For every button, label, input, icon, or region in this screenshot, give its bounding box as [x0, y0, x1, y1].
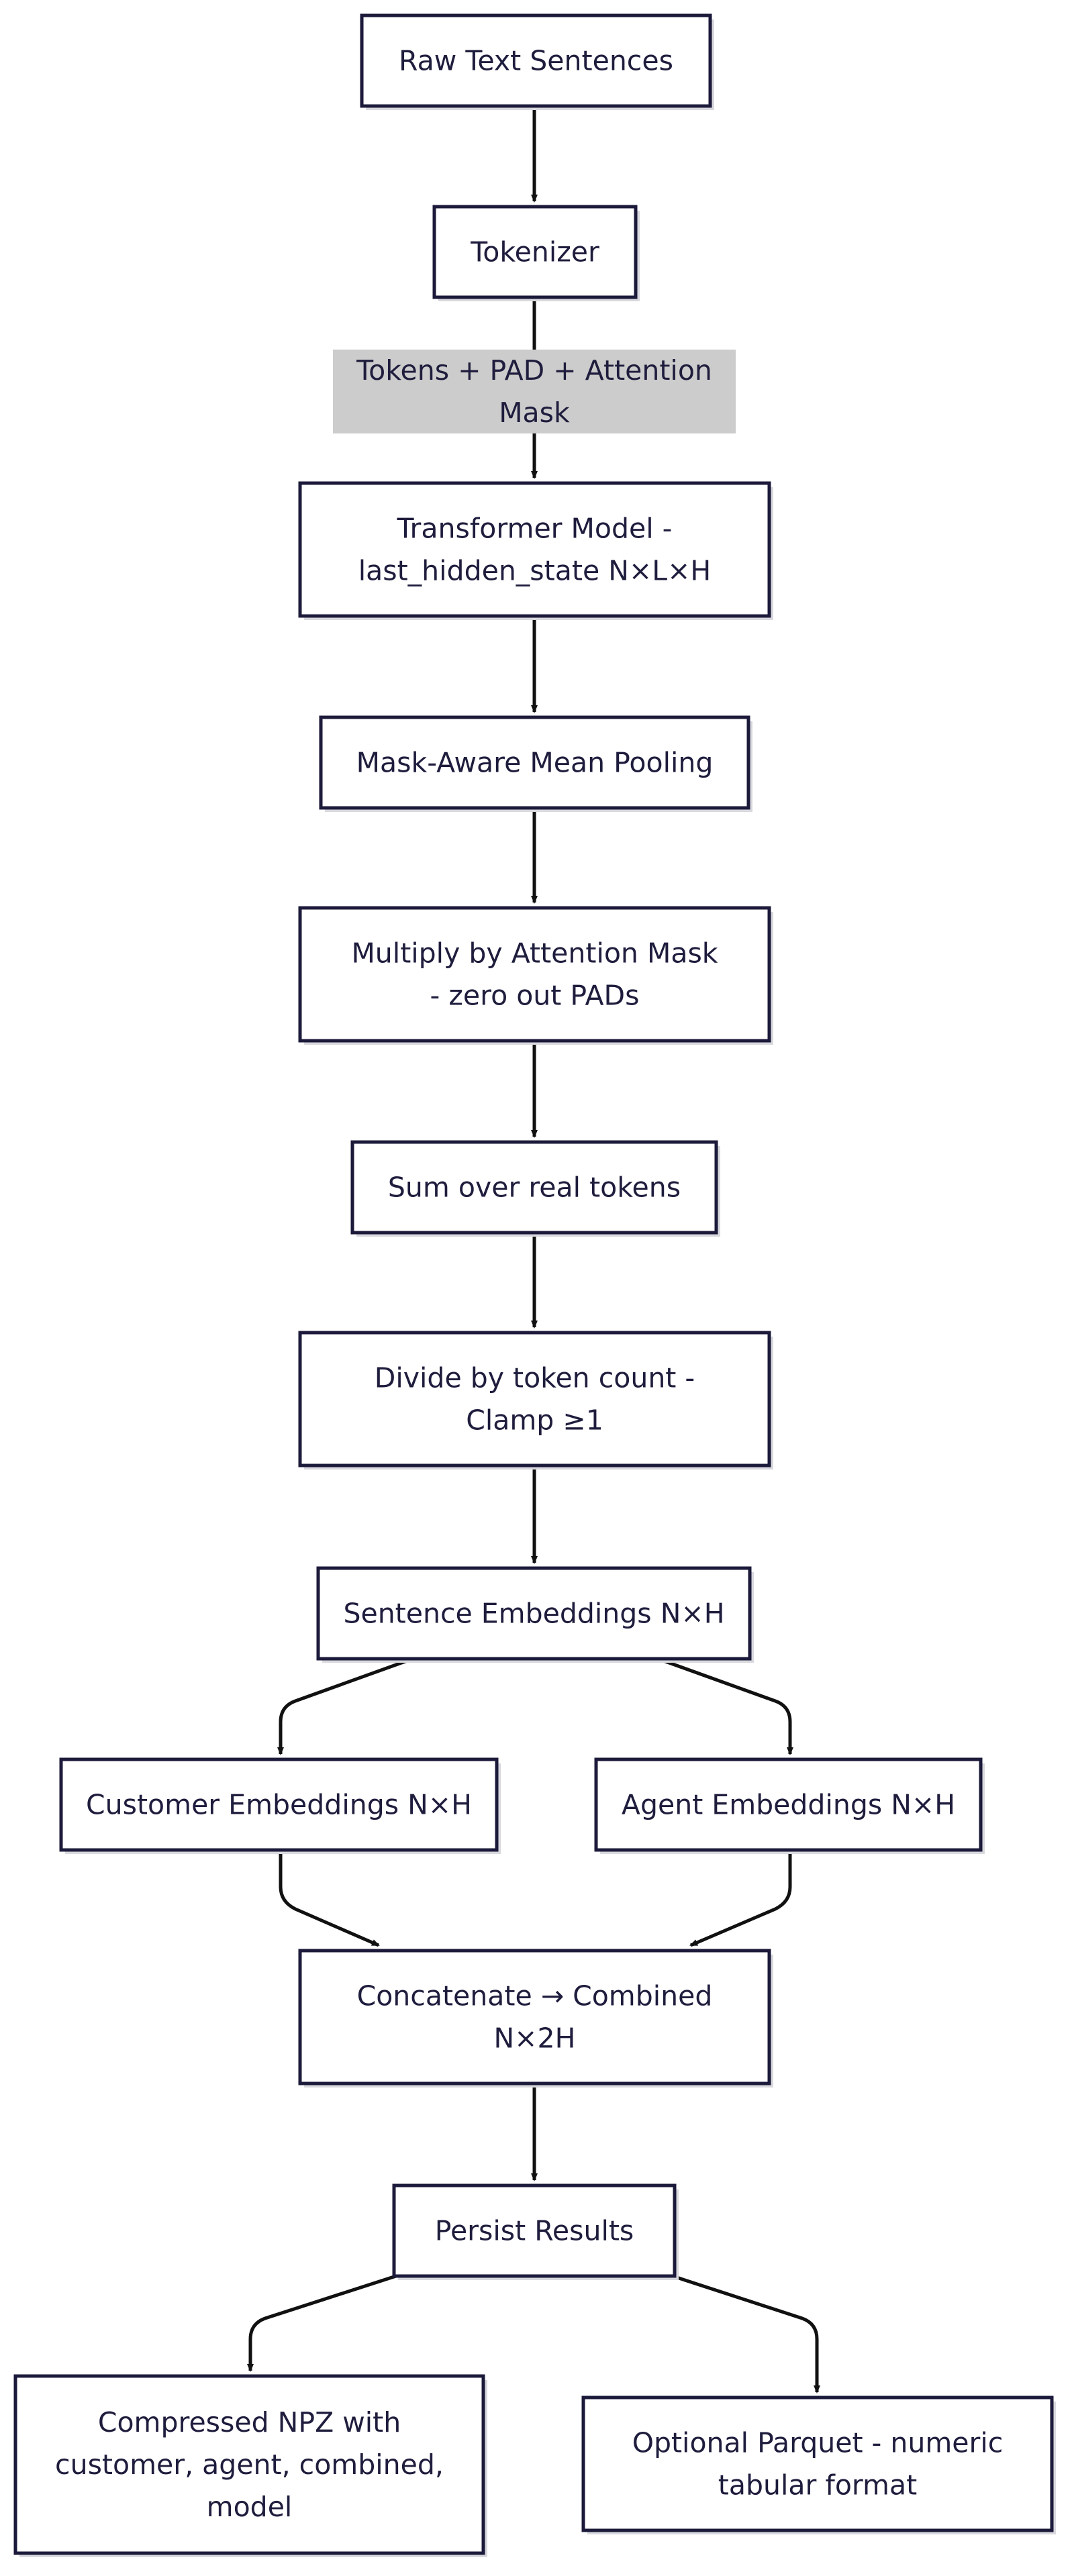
node-label: - zero out PADs [430, 980, 640, 1012]
node-multiply-mask: Multiply by Attention Mask - zero out PAD… [298, 906, 773, 1045]
edge-persist-results-to-compressed-npz [247, 2274, 397, 2372]
node-label: model [207, 2491, 293, 2523]
node-agent-embeddings: Agent Embeddings N×H [594, 1757, 985, 1854]
node-label: tabular format [718, 2469, 917, 2502]
node-label: customer, agent, combined, [55, 2449, 444, 2481]
edges-layer [247, 106, 820, 2393]
node-box [319, 715, 750, 810]
node-tokenizer: Tokenizer [432, 205, 640, 301]
node-label: Persist Results [435, 2215, 634, 2247]
node-box [594, 1757, 983, 1852]
node-mean-pooling: Mask-Aware Mean Pooling [319, 715, 752, 812]
node-label: Transformer Model - [397, 513, 673, 545]
node-label: Optional Parquet - numeric [632, 2427, 1004, 2459]
edge-agent-embeddings-to-concatenate [689, 1850, 792, 1947]
node-box [350, 1140, 718, 1235]
node-label: Raw Text Sentences [399, 45, 673, 77]
node-label: Concatenate → Combined [357, 1980, 713, 2012]
node-label: Clamp ≥1 [466, 1404, 603, 1437]
node-box [360, 13, 712, 108]
node-label: Compressed NPZ with [98, 2406, 401, 2438]
node-label: N×2H [494, 2022, 576, 2055]
node-label: Sum over real tokens [388, 1172, 681, 1204]
node-box [13, 2374, 485, 2555]
edge-sentence-embeddings-to-agent-embeddings [657, 1657, 793, 1755]
node-box [298, 1331, 771, 1467]
node-label: last_hidden_state N×L×H [358, 555, 712, 587]
node-box [581, 2395, 1054, 2532]
edge-label-text: Mask [499, 397, 570, 429]
node-box [298, 481, 771, 618]
edge-customer-embeddings-to-concatenate [279, 1850, 380, 1947]
node-persist-results: Persist Results [392, 2183, 679, 2280]
node-label: Sentence Embeddings N×H [343, 1598, 724, 1630]
node-box [59, 1757, 499, 1852]
node-transformer: Transformer Model - last_hidden_state N×L… [298, 481, 773, 620]
node-optional-parquet: Optional Parquet - numeric tabular format [581, 2395, 1056, 2534]
node-label: Mask-Aware Mean Pooling [356, 747, 714, 779]
node-box [298, 906, 771, 1043]
node-box [298, 1949, 771, 2085]
edge-persist-results-to-optional-parquet [672, 2274, 820, 2393]
node-label: Divide by token count - [375, 1362, 695, 1394]
edge-label-background [333, 350, 736, 433]
node-sentence-embeddings: Sentence Embeddings N×H [316, 1566, 754, 1663]
node-divide-count: Divide by token count - Clamp ≥1 [298, 1331, 773, 1470]
node-customer-embeddings: Customer Embeddings N×H [59, 1757, 501, 1854]
node-box [432, 205, 638, 299]
node-label: Agent Embeddings N×H [622, 1789, 955, 1821]
node-label: Multiply by Attention Mask [351, 937, 718, 970]
node-box [316, 1566, 752, 1661]
node-raw-text: Raw Text Sentences [360, 13, 714, 110]
edge-sentence-embeddings-to-customer-embeddings [277, 1657, 413, 1755]
edge-label-text: Tokens + PAD + Attention [356, 354, 712, 387]
node-box [392, 2183, 677, 2278]
node-compressed-npz: Compressed NPZ with customer, agent, comb… [13, 2374, 487, 2557]
node-label: Tokenizer [470, 236, 599, 268]
node-sum-tokens: Sum over real tokens [350, 1140, 720, 1237]
node-label: Customer Embeddings N×H [86, 1789, 472, 1821]
